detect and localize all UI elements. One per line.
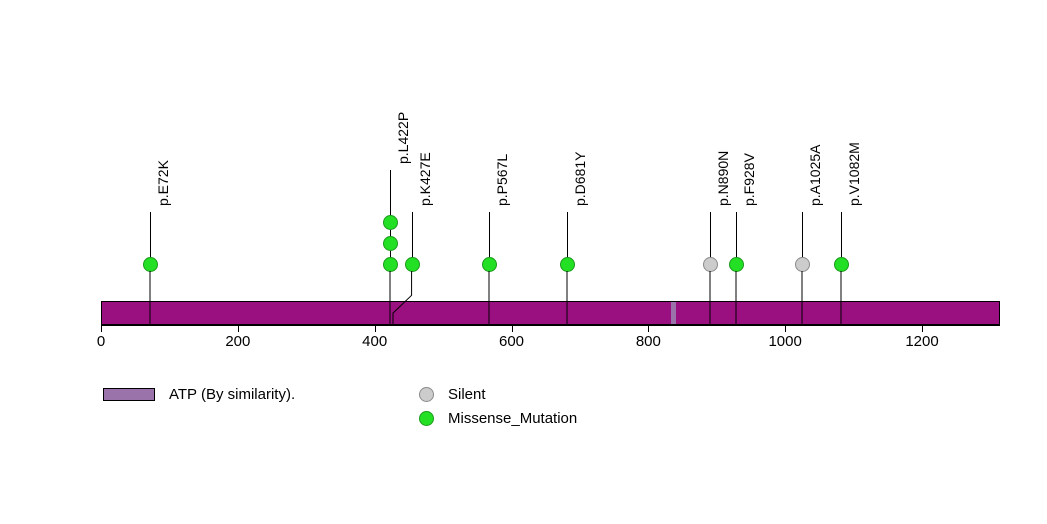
mutation-label: p.L422P <box>394 111 411 164</box>
axis-tick <box>237 325 239 332</box>
axis-tick-label: 1000 <box>768 333 802 350</box>
silent-marker-icon <box>419 387 434 402</box>
mutation-label: p.K427E <box>416 152 433 206</box>
mutation-label: p.N890N <box>714 150 731 206</box>
mutation-marker[interactable] <box>834 257 850 272</box>
mutation-marker[interactable] <box>382 236 398 251</box>
protein-backbone-bar <box>101 301 1000 325</box>
axis-tick-label: 400 <box>362 333 388 350</box>
lollipop-connector <box>709 271 711 325</box>
lollipop-connector <box>389 271 391 325</box>
axis-tick-label: 800 <box>635 333 661 350</box>
mutation-marker[interactable] <box>559 257 575 272</box>
lollipop-stem <box>488 212 490 264</box>
lollipop-stem <box>709 212 711 264</box>
axis-tick <box>374 325 376 332</box>
x-axis-line <box>101 325 1000 326</box>
mutation-label: p.D681Y <box>571 151 588 206</box>
axis-tick <box>511 325 513 332</box>
axis-tick-label: 200 <box>225 333 251 350</box>
lollipop-stem <box>841 212 843 264</box>
mutation-marker[interactable] <box>404 257 420 272</box>
mutation-marker[interactable] <box>728 257 744 272</box>
axis-tick <box>785 325 787 332</box>
lollipop-connector <box>392 271 413 325</box>
mutation-label: p.V1082M <box>846 142 863 206</box>
mutation-label: p.A1025A <box>807 144 824 207</box>
lollipop-connector <box>840 271 842 325</box>
mutation-marker[interactable] <box>143 257 159 272</box>
lollipop-stem <box>566 212 568 264</box>
lollipop-stem <box>389 170 391 222</box>
lollipop-connector <box>149 271 151 325</box>
axis-tick <box>101 325 102 332</box>
axis-tick-label: 0 <box>96 333 106 350</box>
mutation-marker[interactable] <box>795 257 811 272</box>
lollipop-connector <box>801 271 803 325</box>
legend-label-atp: ATP (By similarity). <box>169 386 296 403</box>
legend-item-domain-atp[interactable]: ATP (By similarity). <box>103 386 295 403</box>
mutation-marker[interactable] <box>382 215 398 230</box>
legend-label-silent: Silent <box>448 386 486 403</box>
axis-tick <box>648 325 650 332</box>
lollipop-connector <box>488 271 490 325</box>
mutation-marker[interactable] <box>481 257 497 272</box>
axis-tick-label: 600 <box>498 333 525 350</box>
domain-region[interactable] <box>670 301 676 325</box>
axis-tick-label: 1200 <box>905 333 939 350</box>
axis-tick <box>922 325 923 332</box>
atp-domain-swatch-icon <box>103 388 155 401</box>
lollipop-stem <box>735 212 737 264</box>
legend-item-missense[interactable]: Missense_Mutation <box>419 410 577 427</box>
mutation-label: p.E72K <box>155 160 172 206</box>
lollipop-stem <box>411 212 413 264</box>
mutation-marker[interactable] <box>702 257 718 272</box>
mutation-label: p.F928V <box>740 153 757 206</box>
legend-item-silent[interactable]: Silent <box>419 386 486 403</box>
mutation-marker[interactable] <box>382 257 398 272</box>
legend-label-missense: Missense_Mutation <box>448 410 578 427</box>
lollipop-stem <box>802 212 804 264</box>
missense-marker-icon <box>419 411 434 426</box>
lollipop-connector <box>566 271 568 325</box>
lollipop-stem <box>150 212 152 264</box>
lollipop-connector <box>735 271 737 325</box>
mutation-label: p.P567L <box>493 153 510 206</box>
